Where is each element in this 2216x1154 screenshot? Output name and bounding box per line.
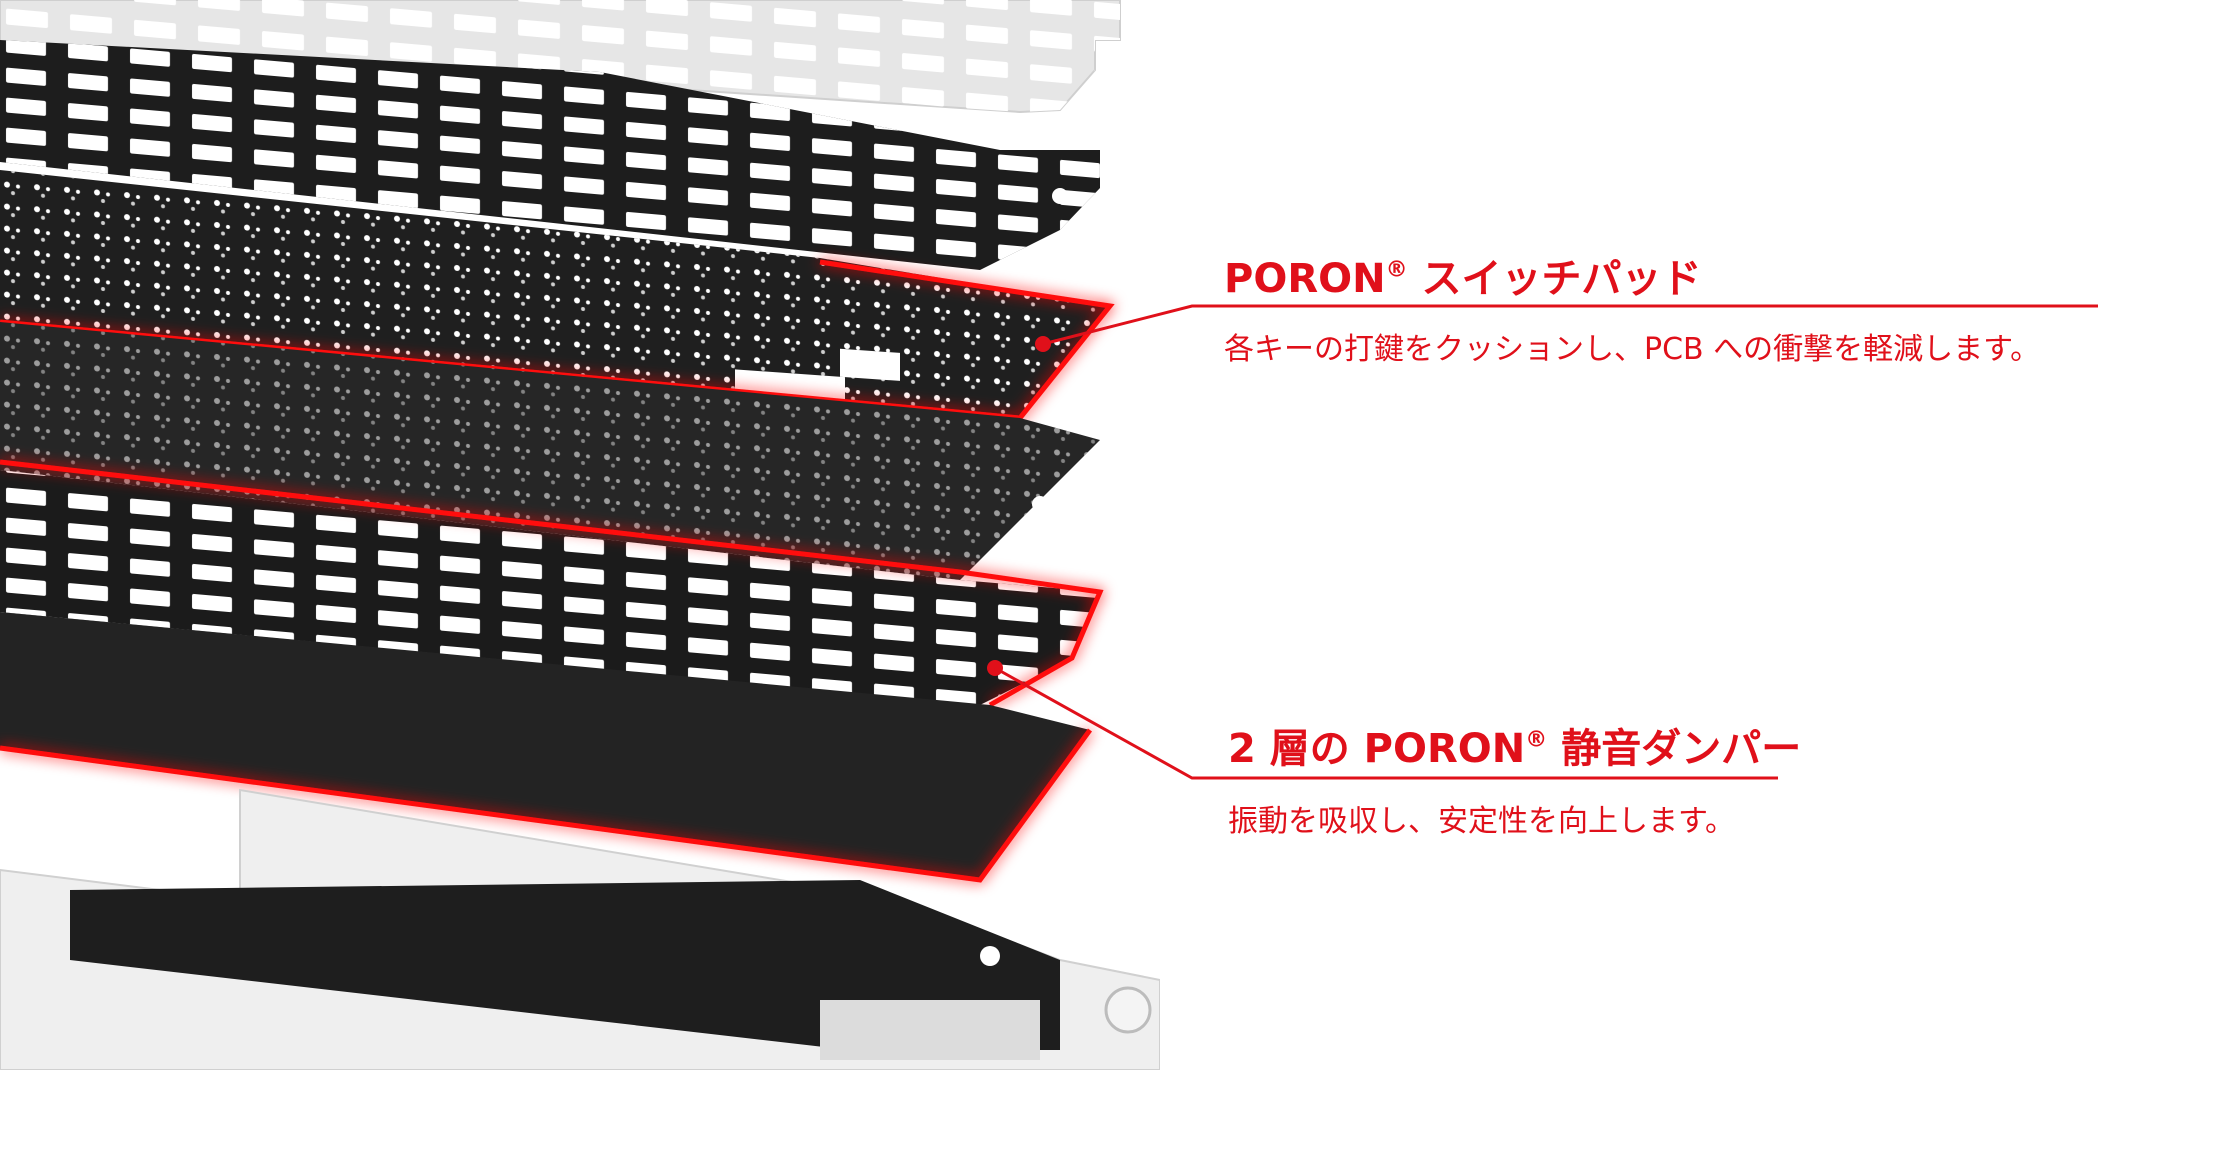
bottom-case-layer <box>0 788 1160 1070</box>
switch-pad-title: PORON® スイッチパッド <box>1224 256 1702 302</box>
plate-foam-layer <box>0 40 1100 270</box>
switch-pad-description: 各キーの打鍵をクッションし、PCB への衝撃を軽減します。 <box>1224 332 2041 367</box>
switch-pad-layer <box>0 170 1115 421</box>
dampener-title: 2 層の PORON® 静音ダンパー <box>1228 726 1802 772</box>
dampener-description: 振動を吸収し、安定性を向上します。 <box>1228 804 1735 839</box>
dampener-foam-layer-2 <box>0 612 1093 883</box>
pcb-layer <box>0 322 1100 580</box>
exploded-keyboard-illustration <box>0 0 1160 1070</box>
